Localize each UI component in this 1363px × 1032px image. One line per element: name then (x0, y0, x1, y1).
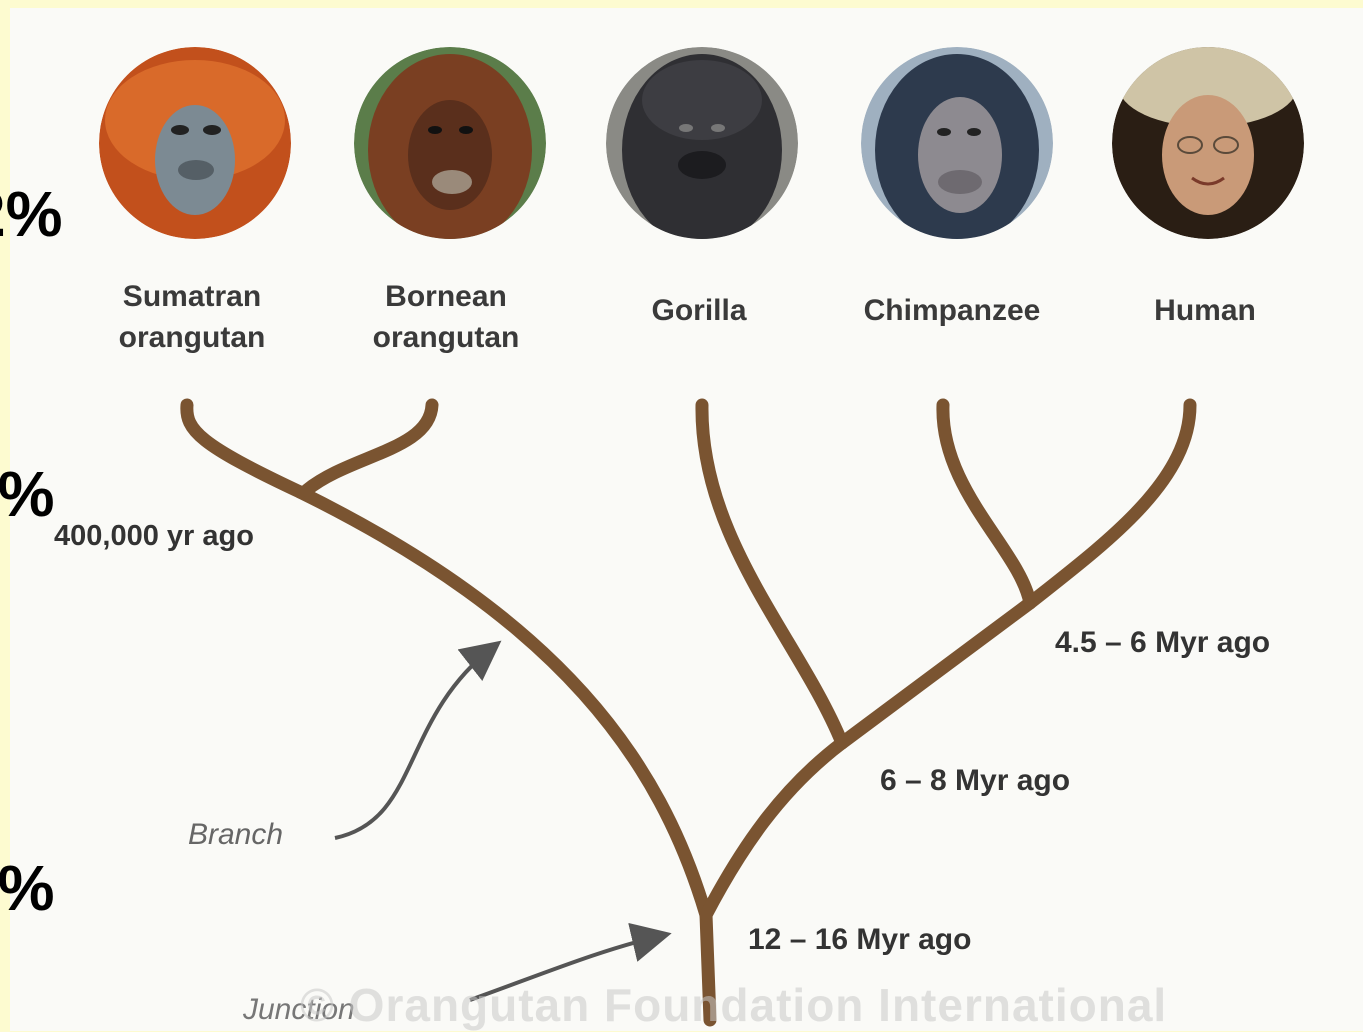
divergence-time-gorilla: 6 – 8 Myr ago (880, 764, 1070, 798)
divergence-time-orangutans: 400,000 yr ago (54, 520, 254, 553)
watermark: © Orangutan Foundation International (300, 978, 1167, 1032)
branch-chimpanzee (943, 405, 1030, 603)
chimpanzee-photo (861, 47, 1053, 246)
sumatran-orangutan-photo (99, 47, 291, 239)
gorilla-photo (606, 47, 798, 246)
tree-branches (187, 405, 1190, 1020)
branch-human (1030, 405, 1190, 603)
percentage-label-middle: 6% (0, 462, 55, 526)
divergence-time-chimp-human: 4.5 – 6 Myr ago (1055, 626, 1270, 660)
branch-bornean (307, 405, 432, 490)
bornean-orangutan-photo (354, 47, 546, 246)
species-label-gorilla: Gorilla (651, 290, 746, 331)
species-label-human: Human (1154, 290, 1256, 331)
branch-african-lineage (706, 743, 842, 915)
species-label-bornean-orangutan: Bornean orangutan (373, 276, 520, 359)
branch-arrow (335, 648, 492, 838)
human-photo (1112, 43, 1304, 239)
branch-gorilla (702, 405, 842, 743)
branch-chimp-human-lineage (842, 603, 1030, 743)
branch-annotation: Branch (188, 818, 283, 852)
percentage-label-bottom: 1% (0, 856, 55, 920)
species-label-sumatran-orangutan: Sumatran orangutan (119, 276, 266, 359)
branch-orangutan-lineage (300, 492, 706, 915)
branch-sumatran (187, 405, 300, 492)
species-label-chimpanzee: Chimpanzee (864, 290, 1041, 331)
divergence-time-root: 12 – 16 Myr ago (748, 923, 971, 957)
percentage-label-top: 2% (0, 182, 63, 246)
